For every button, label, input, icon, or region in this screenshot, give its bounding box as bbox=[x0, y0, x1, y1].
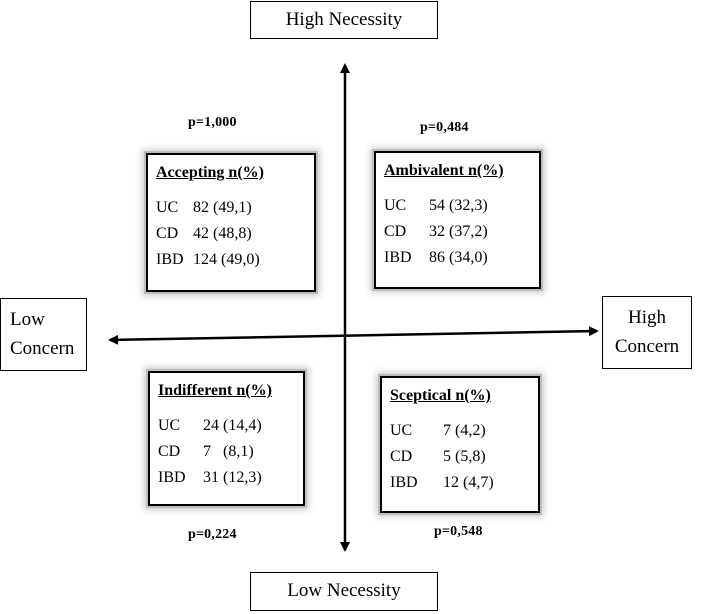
table-row: IBD 31 (12,3) bbox=[158, 465, 293, 491]
sceptical-title: Sceptical n(%) bbox=[390, 387, 491, 404]
group-value: 86 (34,0) bbox=[429, 249, 488, 266]
group-value: 124 (49,0) bbox=[193, 251, 260, 268]
table-row: UC 54 (32,3) bbox=[384, 193, 529, 219]
low-necessity-label: Low Necessity bbox=[250, 572, 438, 611]
indifferent-box: Indifferent n(%) UC 24 (14,4) CD 7 (8,1)… bbox=[148, 371, 305, 506]
group-value: 5 (5,8) bbox=[443, 448, 486, 465]
group-value: 7 (4,2) bbox=[443, 422, 486, 439]
table-row: IBD 124 (49,0) bbox=[156, 247, 304, 273]
group-label: IBD bbox=[156, 251, 184, 268]
p-value-indifferent: p=0,224 bbox=[188, 527, 237, 542]
horizontal-axis-arrow bbox=[108, 326, 599, 345]
group-value: 7 (8,1) bbox=[203, 443, 254, 460]
group-label: CD bbox=[158, 443, 181, 460]
indifferent-title: Indifferent n(%) bbox=[158, 382, 272, 399]
group-label: CD bbox=[390, 448, 413, 465]
ambivalent-box: Ambivalent n(%) UC 54 (32,3) CD 32 (37,2… bbox=[374, 151, 541, 289]
group-value: 12 (4,7) bbox=[443, 474, 494, 491]
group-label: UC bbox=[390, 422, 413, 439]
group-value: 31 (12,3) bbox=[203, 469, 262, 486]
ambivalent-title: Ambivalent n(%) bbox=[384, 162, 504, 179]
table-row: UC 24 (14,4) bbox=[158, 413, 293, 439]
group-label: UC bbox=[384, 197, 407, 214]
p-value-sceptical: p=0,548 bbox=[434, 524, 483, 539]
group-value: 24 (14,4) bbox=[203, 417, 262, 434]
low-concern-line-1: Low bbox=[10, 308, 45, 330]
group-value: 42 (48,8) bbox=[193, 225, 252, 242]
table-row: IBD 12 (4,7) bbox=[390, 470, 528, 496]
table-row: IBD 86 (34,0) bbox=[384, 245, 529, 271]
p-value-ambivalent: p=0,484 bbox=[420, 120, 469, 135]
p-value-accepting: p=1,000 bbox=[188, 115, 237, 130]
table-row: CD 5 (5,8) bbox=[390, 444, 528, 470]
sceptical-box: Sceptical n(%) UC 7 (4,2) CD 5 (5,8) IBD… bbox=[380, 376, 540, 513]
high-concern-label: High Concern bbox=[602, 296, 692, 369]
table-row: UC 82 (49,1) bbox=[156, 195, 304, 221]
accepting-box: Accepting n(%) UC 82 (49,1) CD 42 (48,8)… bbox=[146, 153, 316, 292]
group-label: UC bbox=[158, 417, 181, 434]
low-necessity-text: Low Necessity bbox=[287, 580, 401, 602]
group-label: IBD bbox=[390, 474, 418, 491]
high-concern-line-1: High bbox=[628, 306, 666, 328]
table-row: CD 32 (37,2) bbox=[384, 219, 529, 245]
group-value: 32 (37,2) bbox=[429, 223, 488, 240]
group-value: 82 (49,1) bbox=[193, 199, 252, 216]
group-label: CD bbox=[156, 225, 179, 242]
low-concern-line-2: Concern bbox=[10, 337, 75, 359]
high-necessity-text: High Necessity bbox=[285, 8, 403, 30]
group-label: UC bbox=[156, 199, 179, 216]
table-row: CD 7 (8,1) bbox=[158, 439, 293, 465]
table-row: CD 42 (48,8) bbox=[156, 221, 304, 247]
high-necessity-label: High Necessity bbox=[250, 1, 438, 39]
group-label: CD bbox=[384, 223, 407, 240]
table-row: UC 7 (4,2) bbox=[390, 418, 528, 444]
group-value: 54 (32,3) bbox=[429, 197, 488, 214]
accepting-title: Accepting n(%) bbox=[156, 164, 264, 181]
high-concern-line-2: Concern bbox=[614, 335, 680, 357]
low-concern-label: Low Concern bbox=[0, 298, 87, 371]
group-label: IBD bbox=[158, 469, 186, 486]
group-label: IBD bbox=[384, 249, 412, 266]
